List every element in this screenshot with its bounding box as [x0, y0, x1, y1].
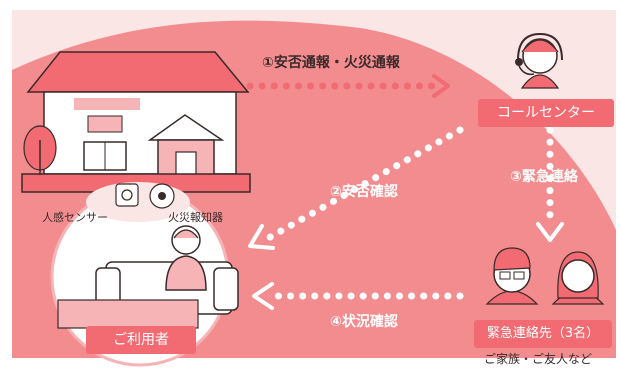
step3-label: ③緊急連絡 — [510, 169, 578, 185]
user-tag: ご利用者 — [86, 326, 196, 354]
emergency-contact-note: ご家族・ご友人など — [484, 352, 593, 366]
step2-label: ②安否確認 — [330, 184, 398, 200]
arrow-step2 — [248, 126, 464, 250]
motion-sensor-label: 人感センサー — [42, 211, 108, 224]
motion-sensor-icon — [115, 183, 139, 207]
fire-alarm-icon — [149, 183, 175, 209]
contact-woman-icon — [551, 251, 605, 305]
fire-alarm-label: 火災報知器 — [168, 211, 223, 224]
arrow-step3 — [536, 126, 564, 242]
arrow-step4 — [252, 282, 464, 310]
tree-icon — [23, 125, 57, 175]
step1-label: ①安否通報・火災通報 — [262, 55, 400, 71]
call-center-tag: コールセンター — [478, 99, 614, 127]
emergency-contact-tag: 緊急連絡先（3名） — [474, 320, 612, 348]
step4-label: ④状況確認 — [330, 314, 398, 330]
operator-icon — [515, 32, 563, 89]
elderly-person-icon — [165, 225, 207, 291]
house-icon — [21, 51, 251, 193]
arrow-step1 — [246, 74, 450, 98]
contact-man-icon — [485, 247, 539, 305]
